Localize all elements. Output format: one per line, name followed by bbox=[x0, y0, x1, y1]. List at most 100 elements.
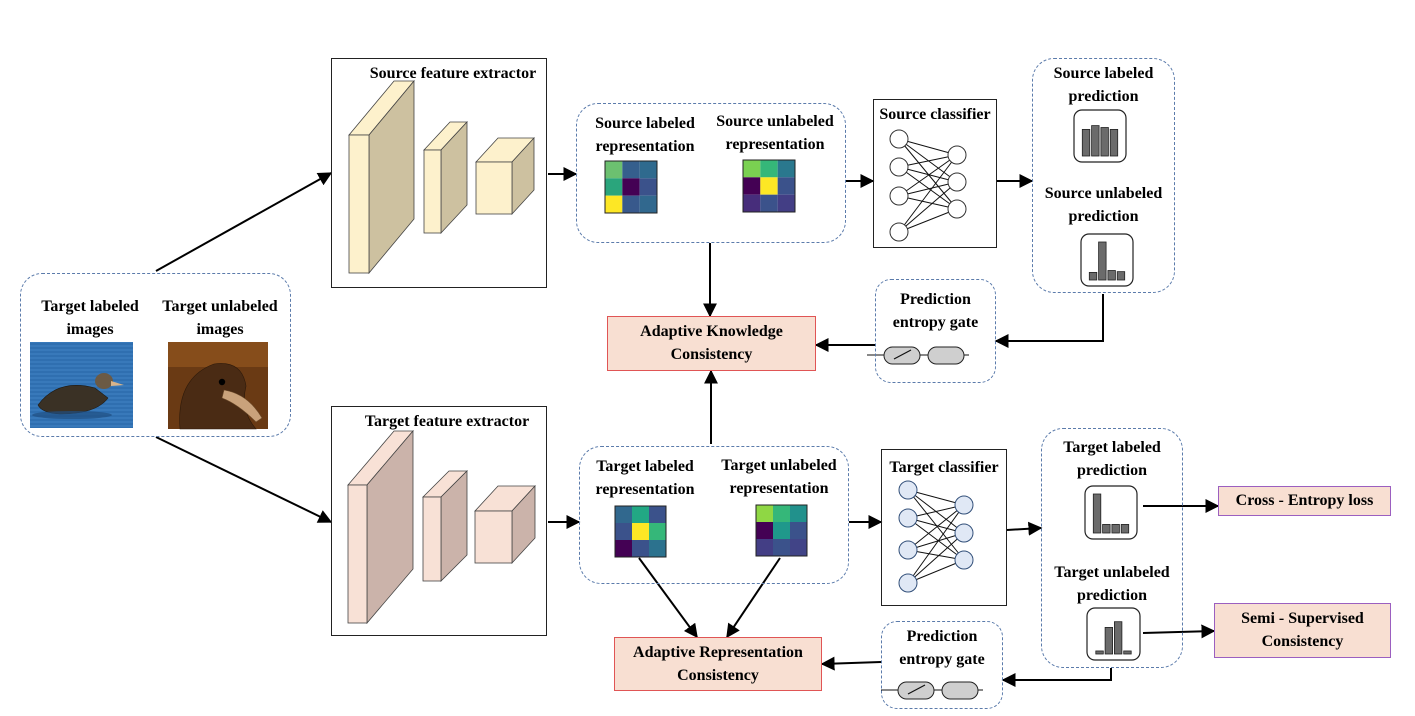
source-representation-group bbox=[576, 103, 846, 243]
source-labeled-prediction-label: Source labeled prediction bbox=[1032, 62, 1175, 108]
target-labeled-prediction-bar-chart-icon bbox=[1084, 485, 1138, 540]
source-classifier-network-icon bbox=[889, 129, 967, 242]
label-line: Consistency bbox=[1261, 633, 1344, 650]
nn-edge bbox=[907, 517, 965, 561]
source-entropy-gate-label: Prediction entropy gate bbox=[875, 288, 996, 334]
nn-node bbox=[898, 573, 918, 593]
histogram-bar bbox=[1111, 524, 1120, 534]
adaptive-knowledge-consistency-label: Adaptive Knowledge Consistency bbox=[607, 320, 816, 366]
target-classifier-box bbox=[881, 449, 1007, 606]
nn-edge bbox=[907, 489, 965, 506]
heatmap-cell bbox=[632, 523, 649, 540]
nn-node bbox=[947, 199, 967, 219]
target-labeled-representation-label: Target labeled representation bbox=[578, 455, 712, 501]
input-to-target-extractor-arrow bbox=[155, 436, 333, 523]
histogram-bar bbox=[1092, 493, 1102, 534]
source-unlabeled-representation-label: Source unlabeled representation bbox=[708, 110, 842, 156]
label-line: entropy gate bbox=[899, 651, 985, 668]
adaptive-representation-consistency-label: Adaptive Representation Consistency bbox=[614, 641, 822, 687]
nn-node bbox=[889, 157, 909, 177]
nn-edge bbox=[898, 138, 958, 156]
target-unlabeled-prediction-bar-chart-icon bbox=[1086, 607, 1141, 661]
heatmap-cell bbox=[790, 522, 807, 539]
block-front bbox=[347, 484, 368, 624]
label-line: representation bbox=[729, 480, 829, 497]
histogram-bar bbox=[1104, 627, 1113, 655]
nn-edge bbox=[898, 154, 958, 233]
histogram-bar bbox=[1109, 128, 1119, 157]
nn-edge bbox=[907, 559, 965, 584]
nn-node bbox=[898, 540, 918, 560]
heatmap-cell bbox=[790, 539, 807, 556]
label-line: Prediction bbox=[900, 291, 971, 308]
label-line: Target labeled bbox=[596, 458, 694, 475]
heatmap-cell bbox=[632, 540, 649, 557]
source-feature-extractor-box bbox=[331, 58, 547, 288]
target-block-3-icon bbox=[474, 484, 536, 565]
nn-edge bbox=[898, 181, 958, 233]
label-line: Source labeled bbox=[1053, 65, 1154, 82]
semi-supervised-consistency-label: Semi - Supervised Consistency bbox=[1214, 607, 1391, 653]
heatmap-cell bbox=[649, 506, 666, 523]
label-line: prediction bbox=[1068, 88, 1139, 105]
target-representation-group bbox=[579, 446, 849, 584]
heatmap-border bbox=[604, 160, 658, 214]
label-line: entropy gate bbox=[892, 314, 979, 331]
histogram-bar bbox=[1098, 241, 1107, 281]
heatmap-cell bbox=[777, 160, 795, 178]
label-line: Target unlabeled bbox=[162, 298, 278, 315]
nn-edge bbox=[898, 154, 958, 168]
label-line: representation bbox=[595, 138, 695, 155]
target-gate-to-arc-arrow bbox=[820, 656, 882, 671]
label-line: prediction bbox=[1077, 462, 1147, 479]
target-entropy-gate-switches-icon bbox=[881, 681, 983, 700]
source-labeled-heatmap-icon bbox=[604, 160, 658, 214]
histogram-bar bbox=[1116, 271, 1126, 281]
connector-arrows bbox=[155, 167, 1220, 687]
histogram-bar bbox=[1102, 524, 1111, 534]
target-feature-extractor-box bbox=[331, 406, 547, 636]
heatmap-cell bbox=[760, 177, 778, 195]
histogram-bar bbox=[1120, 524, 1130, 534]
heatmap-cell bbox=[615, 523, 632, 540]
nn-edge bbox=[907, 504, 965, 584]
adaptive-representation-consistency-box bbox=[614, 637, 822, 691]
source-block-2-icon bbox=[423, 120, 468, 235]
nn-node bbox=[889, 129, 909, 149]
photo-bird-body bbox=[37, 385, 109, 415]
label-line: Consistency bbox=[677, 667, 759, 684]
heatmap-cell bbox=[605, 178, 623, 196]
source-labeled-representation-label: Source labeled representation bbox=[578, 112, 712, 158]
heatmap-cell bbox=[773, 505, 790, 522]
target-unlabeled-prediction-label: Target unlabeled prediction bbox=[1041, 561, 1183, 607]
target-unlabeled-representation-label: Target unlabeled representation bbox=[712, 454, 846, 500]
heatmap-cell bbox=[639, 195, 657, 213]
label-line: Target labeled bbox=[41, 298, 139, 315]
target-unlabeled-images-label: Target unlabeled images bbox=[150, 295, 290, 341]
input-images-group bbox=[20, 273, 291, 437]
histogram-bar bbox=[1123, 650, 1132, 655]
target-block-1-icon bbox=[347, 429, 414, 625]
icon-layer bbox=[30, 79, 1141, 700]
nn-edge bbox=[898, 195, 958, 210]
photo-bg-highlight bbox=[168, 342, 268, 367]
photo-bird-beak bbox=[111, 381, 124, 386]
heatmap-cell bbox=[760, 194, 778, 212]
histogram-bar bbox=[1091, 125, 1100, 157]
heatmap-cell bbox=[777, 194, 795, 212]
heatmap-cell bbox=[622, 178, 640, 196]
photo-bird-beak bbox=[221, 389, 263, 423]
heatmap-border bbox=[614, 505, 667, 558]
adaptive-knowledge-consistency-box bbox=[607, 316, 816, 371]
heatmap-border bbox=[742, 159, 796, 213]
cross-entropy-loss-box bbox=[1218, 486, 1391, 516]
target-classifier-network-icon bbox=[898, 480, 974, 593]
label-line: Source labeled bbox=[595, 115, 695, 132]
heatmap-cell bbox=[622, 195, 640, 213]
open-switch-icon bbox=[897, 681, 935, 700]
nn-edge bbox=[907, 532, 965, 551]
heatmap-cell bbox=[639, 161, 657, 179]
label-line: representation bbox=[595, 481, 695, 498]
open-switch-icon bbox=[883, 346, 921, 365]
nn-node bbox=[947, 172, 967, 192]
